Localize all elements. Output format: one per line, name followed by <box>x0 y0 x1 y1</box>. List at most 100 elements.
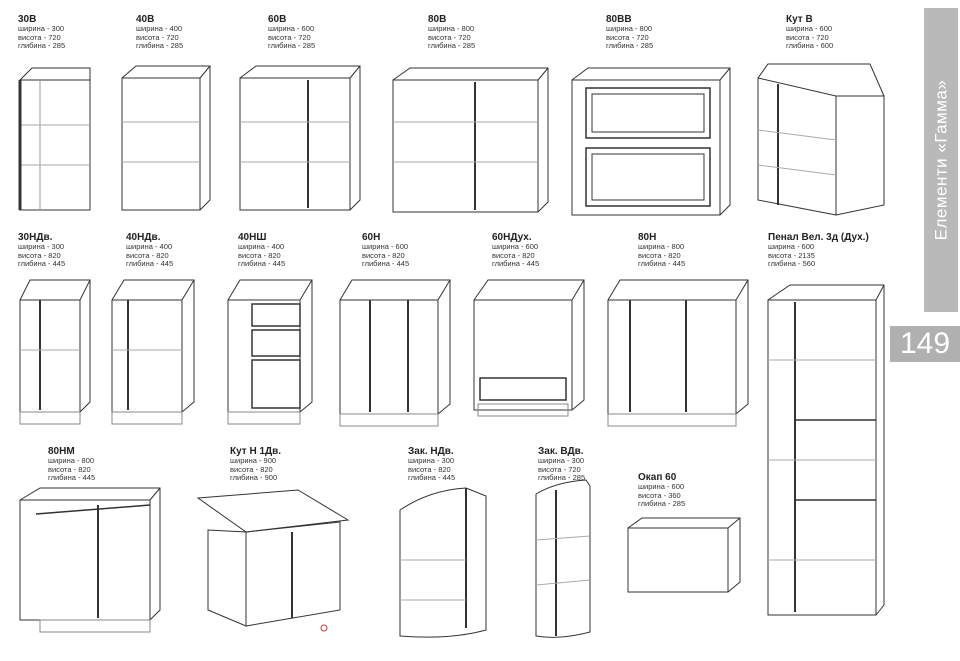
item-height: висота - 360 <box>638 490 681 500</box>
item-depth: глибина - 285 <box>638 499 686 508</box>
item-title: Зак. НДв. <box>408 446 454 457</box>
item-title: Кут Н 1Дв. <box>230 446 282 457</box>
item-width: ширина - 300 <box>408 456 455 465</box>
item-depth: глибина - 445 <box>126 259 174 268</box>
item-height: висота - 820 <box>362 250 405 260</box>
item-depth: глибина - 445 <box>492 259 540 268</box>
item-width: ширина - 600 <box>268 24 315 33</box>
cabinet-drawing-60n <box>339 279 451 427</box>
item-80vv: 80ВВ ширина - 800 висота - 720 глибина -… <box>606 14 653 51</box>
item-width: ширина - 300 <box>538 456 585 465</box>
cabinet-drawing-zak-vdv <box>535 479 591 638</box>
cabinet-drawing-60v <box>239 65 361 211</box>
cabinet-drawing-30v <box>18 67 91 211</box>
item-title: Зак. ВДв. <box>538 446 584 457</box>
item-height: висота - 820 <box>638 250 681 260</box>
item-width: ширина - 600 <box>638 482 685 491</box>
item-width: ширина - 400 <box>238 242 285 251</box>
item-60n: 60Н ширина - 600 висота - 820 глибина - … <box>362 232 409 269</box>
item-width: ширина - 600 <box>492 242 539 251</box>
cabinet-drawing-40nsh <box>227 279 313 425</box>
item-height: висота - 720 <box>538 464 581 474</box>
item-title: 40НШ <box>238 232 267 243</box>
item-title: 30НДв. <box>18 232 53 243</box>
item-width: ширина - 600 <box>786 24 833 33</box>
item-30v: 30В ширина - 300 висота - 720 глибина - … <box>18 14 65 51</box>
item-title: Пенал Вел. 3д (Дух.) <box>768 232 869 243</box>
item-width: ширина - 300 <box>18 242 65 251</box>
item-40ndv: 40НДв. ширина - 400 висота - 820 глибина… <box>126 232 173 269</box>
item-title: 30В <box>18 14 37 25</box>
item-40v: 40В ширина - 400 висота - 720 глибина - … <box>136 14 183 51</box>
item-title: 60В <box>268 14 287 25</box>
cabinet-drawing-80v <box>392 67 549 213</box>
item-80v: 80В ширина - 800 висота - 720 глибина - … <box>428 14 475 51</box>
item-height: висота - 720 <box>606 32 649 42</box>
item-width: ширина - 800 <box>48 456 95 465</box>
cabinet-drawing-80vv <box>571 67 731 216</box>
cabinet-drawing-60ndukh <box>473 279 585 417</box>
item-title: 80Н <box>638 232 657 243</box>
item-height: висота - 820 <box>408 464 451 474</box>
item-height: висота - 820 <box>18 250 61 260</box>
item-kut-v: Кут В ширина - 600 висота - 720 глибина … <box>786 14 833 51</box>
cabinet-drawing-okap <box>627 517 741 593</box>
cabinet-drawing-80n <box>607 279 749 427</box>
item-width: ширина - 400 <box>136 24 183 33</box>
item-80nm: 80НМ ширина - 800 висота - 820 глибина -… <box>48 446 95 483</box>
item-width: ширина - 600 <box>362 242 409 251</box>
item-height: висота - 720 <box>428 32 471 42</box>
item-30ndv: 30НДв. ширина - 300 висота - 820 глибина… <box>18 232 65 269</box>
item-depth: глибина - 285 <box>136 41 184 50</box>
item-80n: 80Н ширина - 800 висота - 820 глибина - … <box>638 232 685 269</box>
item-width: ширина - 800 <box>606 24 653 33</box>
cabinet-drawing-40ndv <box>111 279 195 425</box>
item-height: висота - 720 <box>18 32 61 42</box>
item-okap: Окап 60 ширина - 600 висота - 360 глибин… <box>638 472 685 509</box>
item-depth: глибина - 560 <box>768 259 816 268</box>
item-depth: глибина - 445 <box>48 473 96 482</box>
item-zak-ndv: Зак. НДв. ширина - 300 висота - 820 глиб… <box>408 446 455 483</box>
item-width: ширина - 900 <box>230 456 277 465</box>
item-depth: глибина - 445 <box>638 259 686 268</box>
item-width: ширина - 300 <box>18 24 65 33</box>
item-60ndukh: 60НДух. ширина - 600 висота - 820 глибин… <box>492 232 539 269</box>
item-height: висота - 720 <box>136 32 179 42</box>
item-depth: глибина - 900 <box>230 473 278 482</box>
cabinet-drawing-80nm <box>19 487 161 633</box>
item-depth: глибина - 285 <box>268 41 316 50</box>
item-depth: глибина - 285 <box>18 41 66 50</box>
cabinet-drawing-zak-ndv <box>399 487 487 638</box>
item-depth: глибина - 600 <box>786 41 834 50</box>
item-depth: глибина - 285 <box>428 41 476 50</box>
cabinet-drawing-kut-n <box>196 489 350 632</box>
item-width: ширина - 800 <box>638 242 685 251</box>
item-depth: глибина - 445 <box>18 259 66 268</box>
item-height: висота - 820 <box>230 464 273 474</box>
item-title: 60НДух. <box>492 232 532 243</box>
cabinet-drawing-kut-v <box>757 63 885 216</box>
item-width: ширина - 400 <box>126 242 173 251</box>
item-40nsh: 40НШ ширина - 400 висота - 820 глибина -… <box>238 232 285 269</box>
item-height: висота - 720 <box>786 32 829 42</box>
item-title: 80В <box>428 14 447 25</box>
item-depth: глибина - 445 <box>362 259 410 268</box>
item-width: ширина - 800 <box>428 24 475 33</box>
item-depth: глибина - 285 <box>606 41 654 50</box>
item-depth: глибина - 445 <box>408 473 456 482</box>
item-title: 40НДв. <box>126 232 161 243</box>
item-depth: глибина - 285 <box>538 473 586 482</box>
item-height: висота - 2135 <box>768 250 815 260</box>
item-60v: 60В ширина - 600 висота - 720 глибина - … <box>268 14 315 51</box>
item-title: 60Н <box>362 232 381 243</box>
item-title: 80НМ <box>48 446 75 457</box>
item-depth: глибина - 445 <box>238 259 286 268</box>
item-height: висота - 820 <box>238 250 281 260</box>
item-zak-vdv: Зак. ВДв. ширина - 300 висота - 720 глиб… <box>538 446 585 483</box>
section-tab <box>924 8 958 312</box>
cabinet-drawing-penal <box>767 284 885 616</box>
item-height: висота - 720 <box>268 32 311 42</box>
item-title: 40В <box>136 14 155 25</box>
page-number: 149 <box>890 326 960 362</box>
cabinet-drawing-30ndv <box>19 279 91 425</box>
